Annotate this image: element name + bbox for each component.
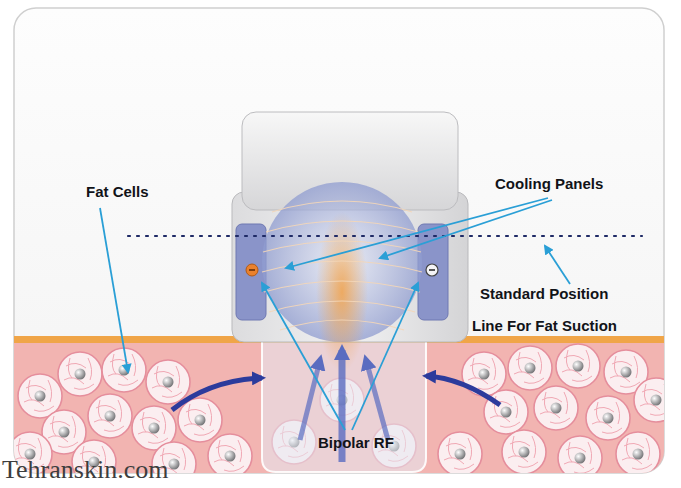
watermark: Tehranskin.com <box>2 455 168 485</box>
frame <box>14 8 664 473</box>
rf-field-lines <box>262 201 422 330</box>
cooling-panel <box>236 224 266 320</box>
leader-lines <box>100 198 570 430</box>
part-label: Bipolar RF <box>318 434 394 452</box>
electrode-minus <box>246 264 258 276</box>
cooling-panel <box>418 224 448 320</box>
position-line <box>128 235 642 237</box>
part-label: Cooling Panels <box>495 175 603 193</box>
note-label: Line For Fat Suction <box>472 317 617 335</box>
fat-cells <box>14 344 664 473</box>
part-label: Fat Cells <box>86 183 149 201</box>
suction-arrows <box>172 350 500 462</box>
skin-tissue <box>14 336 664 473</box>
note-label: Standard Position <box>480 285 608 303</box>
handpiece <box>232 112 468 472</box>
electrode-minus <box>426 264 438 276</box>
